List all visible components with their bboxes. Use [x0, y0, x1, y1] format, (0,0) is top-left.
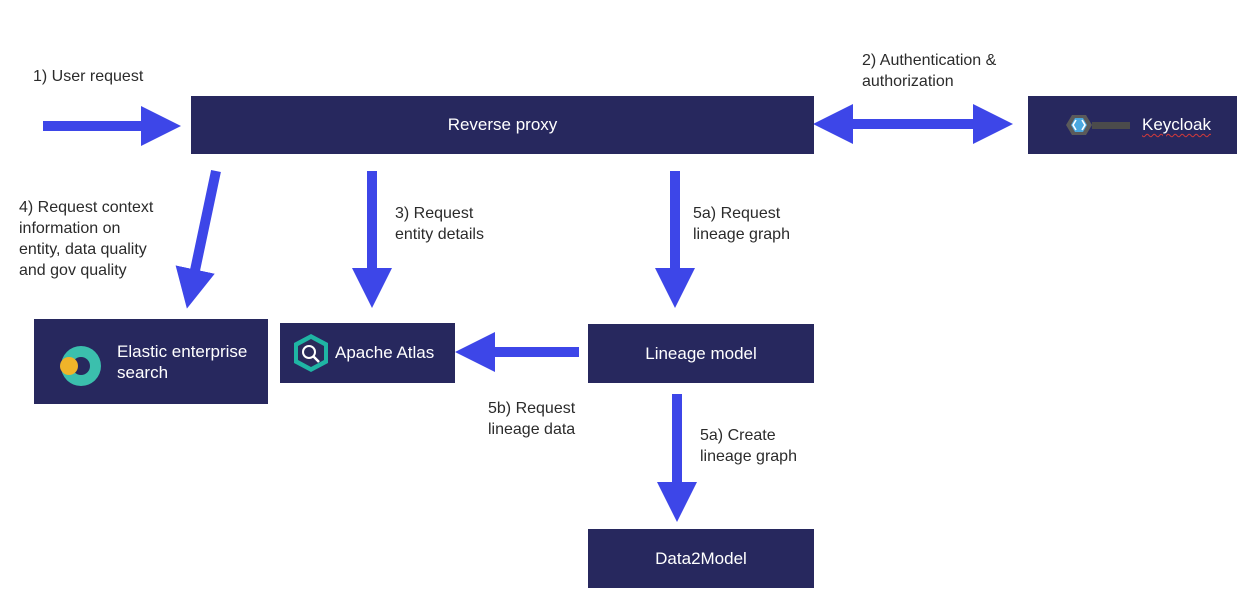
label-user-request: 1) User request — [33, 68, 144, 85]
node-lineage-model-label: Lineage model — [645, 343, 757, 363]
keycloak-logo-icon — [1066, 115, 1130, 135]
node-elastic: Elastic enterprise search — [34, 319, 268, 404]
label-request-lineage-graph: 5a) Request lineage graph — [693, 205, 790, 243]
node-keycloak: Keycloak — [1028, 96, 1237, 154]
label-auth: 2) Authentication & authorization — [862, 52, 997, 90]
node-keycloak-label: Keycloak — [1142, 115, 1211, 134]
node-apache-atlas-label: Apache Atlas — [335, 343, 435, 362]
elastic-logo-icon — [60, 346, 101, 386]
node-lineage-model: Lineage model — [588, 324, 814, 383]
node-reverse-proxy-label: Reverse proxy — [447, 115, 558, 134]
label-request-context: 4) Request context information on entity… — [19, 199, 154, 279]
apache-atlas-logo-icon — [294, 334, 328, 372]
node-data2model-label: Data2Model — [655, 548, 747, 568]
node-reverse-proxy: Reverse proxy — [191, 96, 814, 154]
label-create-lineage-graph: 5a) Create lineage graph — [700, 427, 797, 465]
node-data2model: Data2Model — [588, 529, 814, 588]
label-request-lineage-data: 5b) Request lineage data — [488, 400, 576, 438]
node-elastic-label: Elastic enterprise search — [117, 342, 248, 382]
node-apache-atlas: Apache Atlas — [280, 323, 455, 383]
arrow-request-context — [175, 169, 221, 309]
label-request-entity: 3) Request entity details — [395, 205, 484, 243]
